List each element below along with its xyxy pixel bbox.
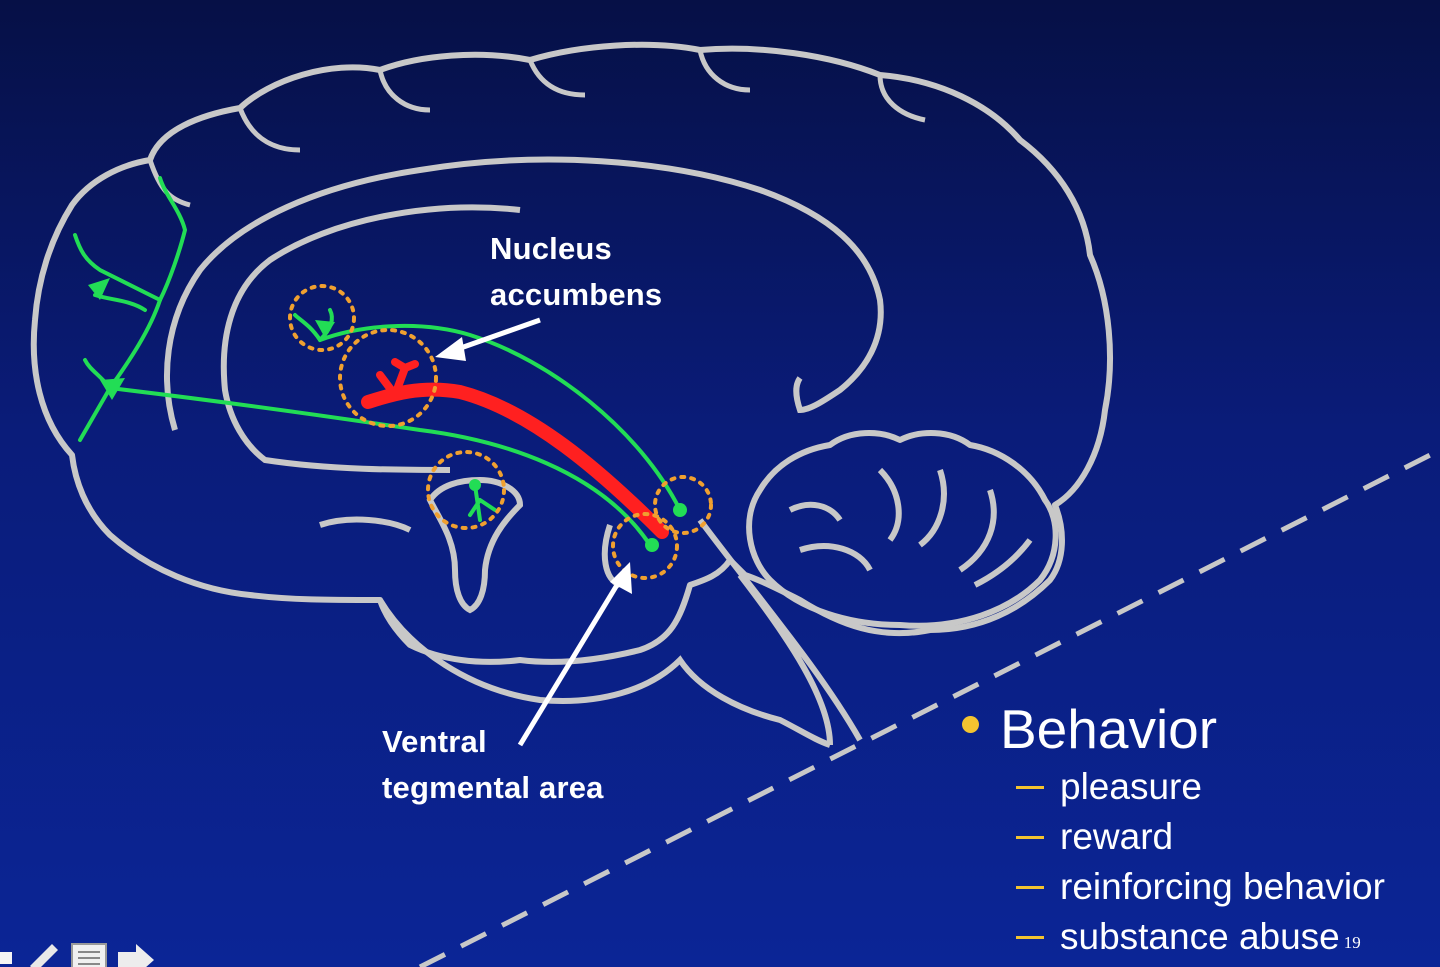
brainstem [697, 518, 863, 746]
vta-label-line1: Ventral [382, 724, 487, 759]
gyri-lines [147, 49, 926, 208]
red-terminal [376, 358, 419, 399]
region-circle-thalamus [426, 450, 506, 530]
green-terminals [88, 278, 687, 552]
brain-outline [30, 41, 1113, 665]
behavior-heading-text: Behavior [1000, 698, 1218, 760]
behavior-item: reward [1016, 812, 1385, 862]
region-circle-nucleus-accumbens [338, 328, 438, 428]
behavior-item-text: pleasure [1060, 766, 1202, 807]
dash-icon [1016, 836, 1044, 839]
behavior-item: reinforcing behavior [1016, 862, 1385, 912]
ventricle-curve [164, 156, 884, 431]
bullet-dot-icon [962, 716, 979, 733]
corpus-callosum [220, 204, 521, 473]
region-circle-vta [611, 512, 679, 580]
divider-line [418, 447, 1440, 967]
behavior-heading: Behavior [960, 696, 1385, 762]
behavior-item-text: reward [1060, 816, 1174, 857]
nucleus-label-line1: Nucleus [490, 231, 612, 266]
region-circle-midbrain-1 [653, 475, 713, 535]
notes-icon[interactable] [71, 943, 107, 967]
vta-label-line2: tegmental area [382, 770, 604, 805]
footnote-number: 19 [1343, 933, 1361, 952]
region-circle-frontal [288, 284, 356, 352]
dash-icon [1016, 886, 1044, 889]
nucleus-label-line2: accumbens [490, 277, 663, 312]
thalamus [426, 476, 524, 614]
behavior-item-text: reinforcing behavior [1060, 866, 1385, 907]
pencil-icon[interactable] [0, 944, 58, 967]
behavior-item: pleasure [1016, 762, 1385, 812]
behavior-list: Behavior pleasure reward reinforcing beh… [960, 696, 1385, 962]
region-circles [288, 284, 713, 580]
dash-icon [1016, 786, 1044, 789]
nucleus-accumbens-label: Nucleus accumbens [490, 226, 662, 318]
label-arrows [435, 317, 632, 747]
dash-icon [1016, 936, 1044, 939]
cerebellum [746, 430, 1059, 629]
behavior-item-text: substance abuse [1060, 916, 1340, 957]
nav-icons [0, 943, 154, 967]
ventral-tegmental-area-label: Ventral tegmental area [382, 719, 604, 811]
behavior-items: pleasure reward reinforcing behavior sub… [960, 762, 1385, 962]
next-arrow-icon[interactable] [118, 944, 154, 967]
